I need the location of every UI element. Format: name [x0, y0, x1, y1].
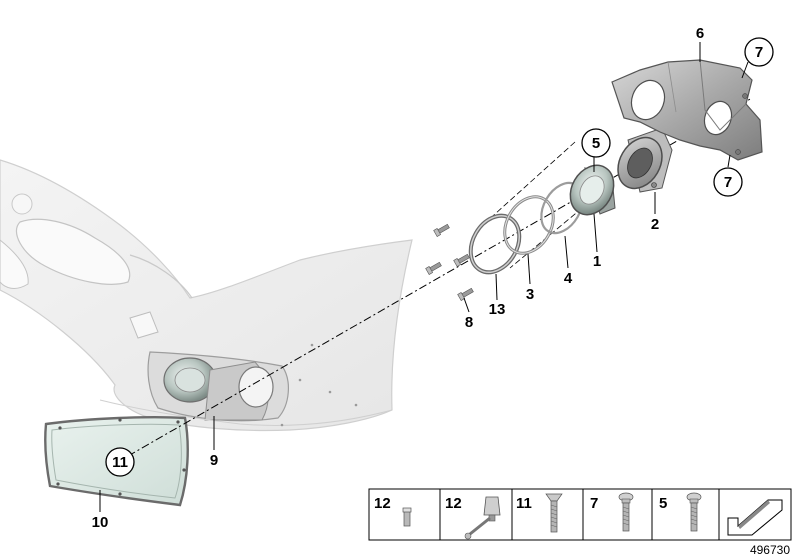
callout-2: 2	[651, 216, 659, 233]
expanding-rivet-icon	[464, 496, 501, 540]
bracket	[611, 59, 763, 161]
callout-7-circle	[744, 37, 774, 67]
callout-11-circle	[105, 447, 135, 477]
screws-group	[425, 223, 474, 301]
callout-13: 13	[489, 301, 506, 318]
callout-7: 7	[755, 44, 763, 61]
legend-item-number: 5	[659, 495, 667, 512]
arrow-icon	[727, 499, 783, 536]
legend-item-number: 7	[590, 495, 598, 512]
legend-item-number: 12	[374, 495, 391, 512]
callout-4: 4	[564, 270, 573, 287]
fog-lamp	[569, 164, 616, 216]
callout-11: 11	[112, 454, 128, 471]
leader-lines	[99, 42, 749, 512]
callout-8: 8	[465, 314, 473, 331]
callout-7-circle	[713, 167, 743, 197]
callout-9: 9	[210, 452, 218, 469]
legend-item-number: 12	[445, 495, 462, 512]
legend-item-number: 11	[516, 495, 532, 512]
callout-7: 7	[724, 174, 732, 191]
countersunk-screw-icon	[545, 493, 563, 533]
screw-icon	[618, 492, 634, 532]
screw-icon	[686, 492, 702, 532]
clip-icon	[402, 507, 412, 527]
parts-legend: 12 12 11 7 5	[368, 488, 792, 541]
callout-3: 3	[526, 286, 534, 303]
bumper	[0, 159, 413, 432]
lamp-housing	[617, 127, 673, 193]
callout-1: 1	[593, 253, 601, 270]
callout-5: 5	[592, 135, 600, 152]
callout-5-circle	[581, 128, 611, 158]
document-number: 496730	[750, 543, 790, 557]
callout-6: 6	[696, 25, 704, 42]
callout-10: 10	[92, 514, 109, 531]
